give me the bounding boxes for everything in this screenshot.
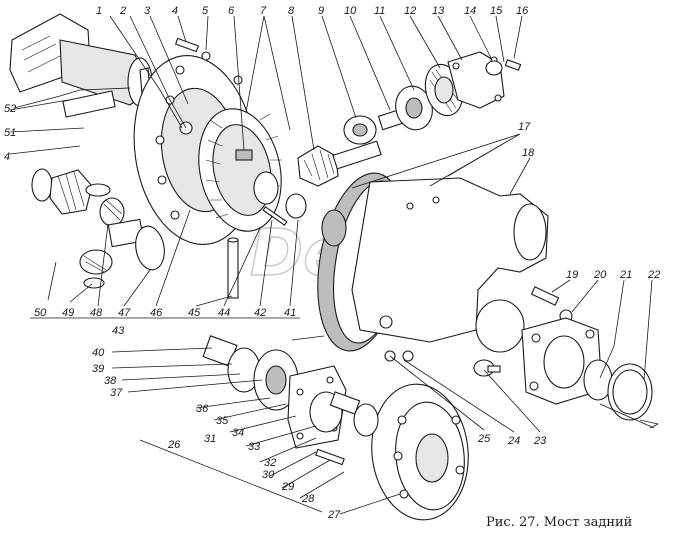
callout-51: 51 xyxy=(4,127,16,139)
cross-pin-part xyxy=(227,237,239,299)
ring-gear-part xyxy=(198,108,282,232)
callout-44: 44 xyxy=(218,307,230,319)
pinion-flange-part xyxy=(447,51,522,109)
callout-33: 33 xyxy=(248,441,261,453)
callout-6: 6 xyxy=(228,5,235,17)
callout-43: 43 xyxy=(112,325,125,337)
callout-numbers: 1 2 3 4 5 6 7 8 9 10 11 12 13 14 15 16 1… xyxy=(4,5,660,521)
figure-caption: Рис. 27. Мост задний xyxy=(486,515,632,530)
drive-pinion-part xyxy=(297,140,382,187)
callout-1: 1 xyxy=(96,5,102,17)
callout-9: 9 xyxy=(318,5,324,17)
callout-3: 3 xyxy=(144,5,151,17)
callout-16: 16 xyxy=(516,5,529,17)
callout-48: 48 xyxy=(90,307,103,319)
callout-42: 42 xyxy=(254,307,266,319)
callout-11: 11 xyxy=(374,5,385,17)
callout-52: 52 xyxy=(4,103,16,115)
callout-23: 23 xyxy=(533,435,547,447)
callout-38: 38 xyxy=(104,375,117,387)
callout-46: 46 xyxy=(150,307,163,319)
callout-24: 24 xyxy=(507,435,520,447)
callout-39: 39 xyxy=(92,363,104,375)
callout-4-top: 4 xyxy=(172,5,178,17)
callout-12: 12 xyxy=(404,5,416,17)
callout-36: 36 xyxy=(196,403,209,415)
callout-20: 20 xyxy=(593,269,607,281)
breather-part xyxy=(384,350,501,377)
callout-40: 40 xyxy=(92,347,105,359)
callout-30: 30 xyxy=(262,469,275,481)
callout-26: 26 xyxy=(167,439,181,451)
callout-15: 15 xyxy=(490,5,503,17)
callout-14: 14 xyxy=(464,5,476,17)
wheel-hub-part xyxy=(202,335,469,521)
callout-50: 50 xyxy=(34,307,47,319)
callout-28: 28 xyxy=(301,493,315,505)
callout-32: 32 xyxy=(264,457,276,469)
callout-41: 41 xyxy=(284,307,296,319)
callout-4-left: 4 xyxy=(4,151,10,163)
callout-31: 31 xyxy=(204,433,216,445)
callout-25: 25 xyxy=(477,433,491,445)
leader-lines xyxy=(9,15,660,515)
housing-bolt-part xyxy=(530,286,573,323)
callout-49: 49 xyxy=(62,307,74,319)
callout-22: 22 xyxy=(647,269,660,281)
callout-34: 34 xyxy=(232,427,244,439)
callout-10: 10 xyxy=(344,5,357,17)
callout-35: 35 xyxy=(216,415,229,427)
callout-29: 29 xyxy=(281,481,294,493)
callout-5: 5 xyxy=(202,5,209,17)
axle-tube-part xyxy=(9,13,153,118)
callout-19: 19 xyxy=(566,269,578,281)
callout-27: 27 xyxy=(327,509,341,521)
bolt-part xyxy=(174,37,211,61)
callout-2: 2 xyxy=(119,5,126,17)
axle-housing-part xyxy=(317,172,549,353)
pinion-bearings-part xyxy=(343,63,464,145)
callout-45: 45 xyxy=(188,307,201,319)
callout-7: 7 xyxy=(260,5,267,17)
callout-47: 47 xyxy=(118,307,131,319)
lock-pin-part xyxy=(262,193,307,226)
axle-flange-part xyxy=(521,317,653,421)
callout-21: 21 xyxy=(619,269,632,281)
callout-37: 37 xyxy=(110,387,123,399)
callout-17: 17 xyxy=(518,121,531,133)
callout-8: 8 xyxy=(288,5,295,17)
callout-18: 18 xyxy=(522,147,535,159)
callout-13: 13 xyxy=(432,5,445,17)
side-gears-part xyxy=(31,168,165,289)
